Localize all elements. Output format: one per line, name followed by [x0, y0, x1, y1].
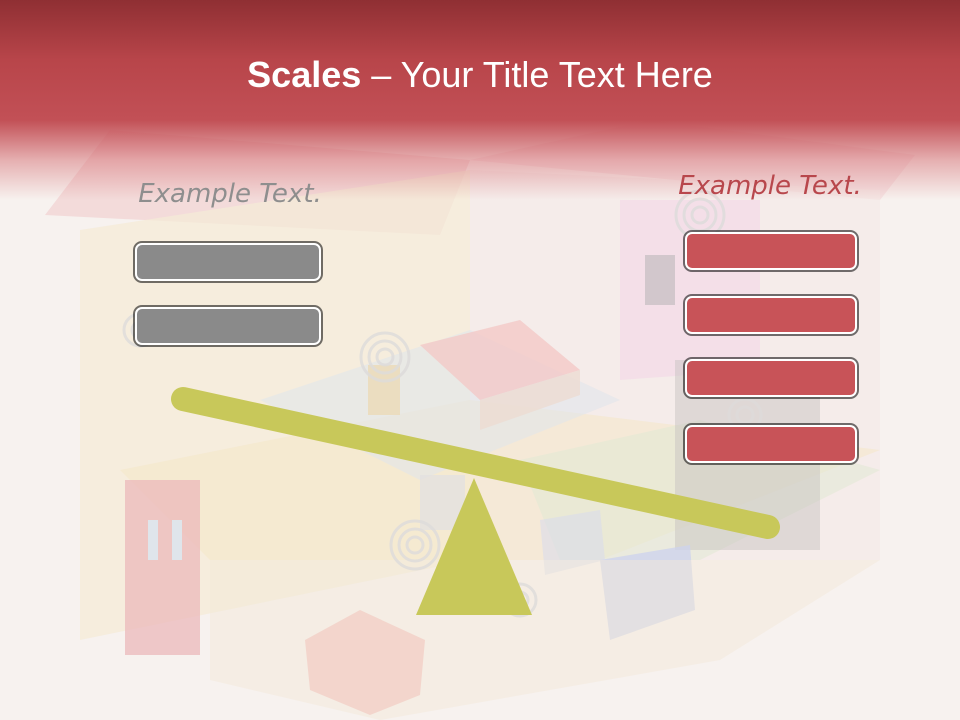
- scale-fulcrum: [416, 478, 532, 615]
- left-pan-label: Example Text.: [138, 179, 322, 209]
- title-bold: Scales: [247, 54, 362, 95]
- left-weight-box-2: [135, 307, 321, 345]
- right-weight-box-1: [685, 232, 857, 270]
- left-weight-box-1: [135, 243, 321, 281]
- title-band: [0, 0, 960, 200]
- scale-beam: [171, 387, 780, 539]
- slide-title: Scales – Your Title Text Here: [0, 52, 960, 98]
- right-weight-box-4: [685, 425, 857, 463]
- right-weight-box-3: [685, 359, 857, 397]
- right-weight-box-2: [685, 296, 857, 334]
- title-rest: – Your Title Text Here: [361, 54, 713, 95]
- right-pan-label: Example Text.: [678, 171, 862, 201]
